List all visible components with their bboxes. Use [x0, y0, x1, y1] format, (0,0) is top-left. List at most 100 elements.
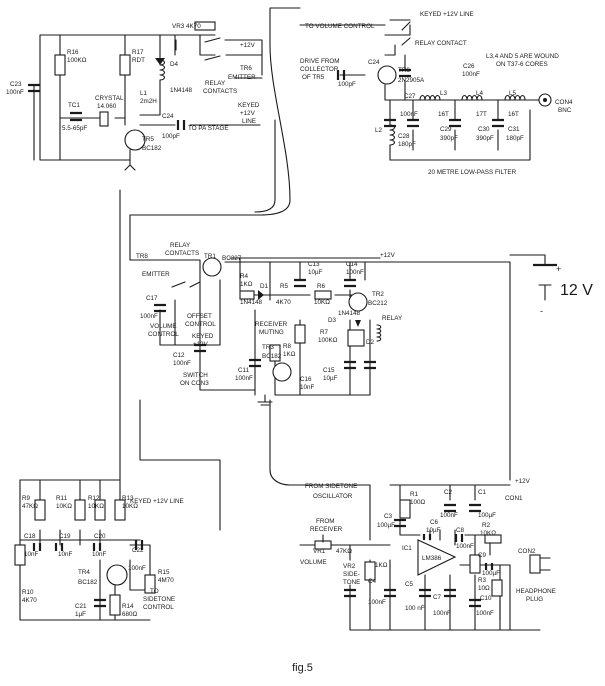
label-r7-value: 100KΩ: [318, 337, 338, 344]
label-r4: R4: [240, 273, 249, 280]
label-volume: VOLUME: [300, 559, 327, 566]
label-crystal: CRYSTAL: [95, 95, 124, 102]
label-tc1-value: 5.5-65pF: [62, 125, 87, 132]
label-c6: C6: [430, 519, 439, 526]
label-keyed-low-1: KEYED: [192, 333, 214, 340]
label-c8-value: 100nF: [456, 543, 474, 550]
label-c12: C12: [173, 352, 185, 359]
label-l3-value: 16T: [438, 111, 449, 118]
label-c2-value: 100nF: [440, 512, 458, 519]
label-c15-value: 10µF: [323, 375, 338, 382]
label-r9-value: 47KΩ: [22, 503, 38, 510]
label-c12-value: 100nF: [173, 360, 191, 367]
label-relay-contact: RELAY CONTACT: [415, 40, 467, 47]
label-c27: C27: [404, 93, 416, 100]
label-c1: C1: [478, 489, 487, 496]
label-r3-value: 10Ω: [478, 585, 490, 592]
label-tr5: TR5: [142, 136, 154, 143]
label-drive-1: DRIVE FROM: [300, 58, 340, 65]
label-c4-value: 100nF: [368, 599, 386, 606]
label-r2: R2: [482, 522, 491, 529]
label-drive-2: COLLECTOR: [300, 66, 339, 73]
label-c11-value: 100nF: [235, 375, 253, 382]
label-from-rx-1: FROM: [316, 518, 335, 525]
label-lpf: 20 METRE LOW-PASS FILTER: [428, 169, 517, 176]
label-from-rx-2: RECEIVER: [310, 526, 343, 533]
label-l4: L4: [476, 90, 484, 97]
label-c9: C9: [478, 552, 487, 559]
label-r1-value: 100Ω: [410, 499, 426, 506]
label-c29-value: 390pF: [440, 135, 458, 142]
label-c24a-value: 100pF: [162, 133, 180, 140]
label-r17-value: RDT: [132, 57, 145, 64]
label-r8: R8: [283, 343, 292, 350]
label-rx-mute-2: MUTING: [259, 329, 284, 336]
label-vr2-value: 1KΩ: [375, 562, 388, 569]
label-tr3-value: BC182: [262, 353, 282, 360]
label-r16: R16: [67, 49, 79, 56]
label-l5: L5: [509, 90, 517, 97]
label-c5-value: 100 nF: [405, 605, 425, 612]
label-c6-value: 10µF: [426, 527, 441, 534]
label-headphone-2: PLUG: [526, 596, 543, 603]
label-l3: L3: [440, 90, 448, 97]
label-tr1-value: BC327: [222, 255, 242, 262]
label-offset-2: CONTROL: [185, 321, 216, 328]
label-relay-contacts-2: CONTACTS: [203, 88, 237, 95]
label-l1-value: 2m2H: [140, 98, 157, 105]
components: [14, 21, 557, 616]
label-to-sidetone-3: CONTROL: [143, 604, 174, 611]
label-r15-value: 4M70: [158, 577, 174, 584]
label-drive-3: OF TR5: [302, 74, 325, 81]
label-c27-value: 100nF: [400, 111, 418, 118]
label-c7-value: 100nF: [433, 610, 451, 617]
label-con4-value: BNC: [558, 107, 572, 114]
label-offset-1: OFFSET: [187, 313, 212, 320]
label-relay-mid-2: CONTACTS: [165, 250, 199, 257]
label-sidetone-2: TONE: [343, 579, 360, 586]
label-relay-mid-1: RELAY: [170, 242, 191, 249]
label-r13-value: 10KΩ: [122, 503, 138, 510]
label-volume-ctrl-1: VOLUME: [150, 323, 177, 330]
label-l-note-1: L3,4 AND 5 ARE WOUND: [486, 53, 559, 60]
label-tr3: TR3: [262, 344, 274, 351]
label-ic1: IC1: [402, 545, 412, 552]
label-c16: C16: [300, 376, 312, 383]
label-c13-value: 10µF: [308, 269, 323, 276]
label-to-sidetone-2: SIDETONE: [143, 596, 175, 603]
component-labels: VR3 4K70 R16 100KΩ R17 RDT C23 100nF L1 …: [6, 11, 593, 618]
label-c19-value: 10nF: [58, 551, 73, 558]
label-r2-value: 10KΩ: [480, 530, 496, 537]
label-c10-value: 100nF: [476, 610, 494, 617]
label-d3: D3: [328, 317, 337, 324]
label-r14-value: 680Ω: [122, 611, 138, 618]
label-l2: L2: [375, 127, 383, 134]
label-r14: R14: [122, 603, 134, 610]
label-c26-value: 100nF: [462, 71, 480, 78]
label-d3-value: 1N4148: [338, 310, 361, 317]
label-keyed-line-top: KEYED +12V LINE: [420, 11, 474, 18]
label-c23: C23: [10, 81, 22, 88]
label-tr6: TR6: [398, 67, 410, 74]
label-c21: C21: [75, 603, 87, 610]
label-c11: C11: [238, 367, 250, 374]
label-c28-value: 180pF: [398, 141, 416, 148]
label-c4: C4: [368, 578, 377, 585]
label-r17: R17: [132, 49, 144, 56]
label-tr4-value: BC182: [78, 579, 98, 586]
label-from-sidetone-1: FROM SIDETONE: [305, 483, 357, 490]
label-keyed-mid-2: +12V: [240, 110, 256, 117]
label-r11: R11: [56, 495, 68, 502]
label-c24b: C24: [368, 59, 380, 66]
label-plus12-top: +12V: [240, 42, 256, 49]
figure-caption: fig.5: [292, 662, 313, 674]
label-r10-value: 4K70: [22, 597, 37, 604]
label-to-pa-stage: TO PA STAGE: [188, 125, 229, 132]
label-tr8: TR8: [136, 253, 148, 260]
label-c13: C13: [308, 261, 320, 268]
label-d1-value: 1N4148: [240, 299, 263, 306]
label-rx-mute-1: RECEIVER: [255, 321, 288, 328]
label-l4-value: 17T: [476, 111, 487, 118]
label-tr2-value: BC212: [368, 300, 388, 307]
label-keyed-mid-3: LINE: [242, 118, 256, 125]
